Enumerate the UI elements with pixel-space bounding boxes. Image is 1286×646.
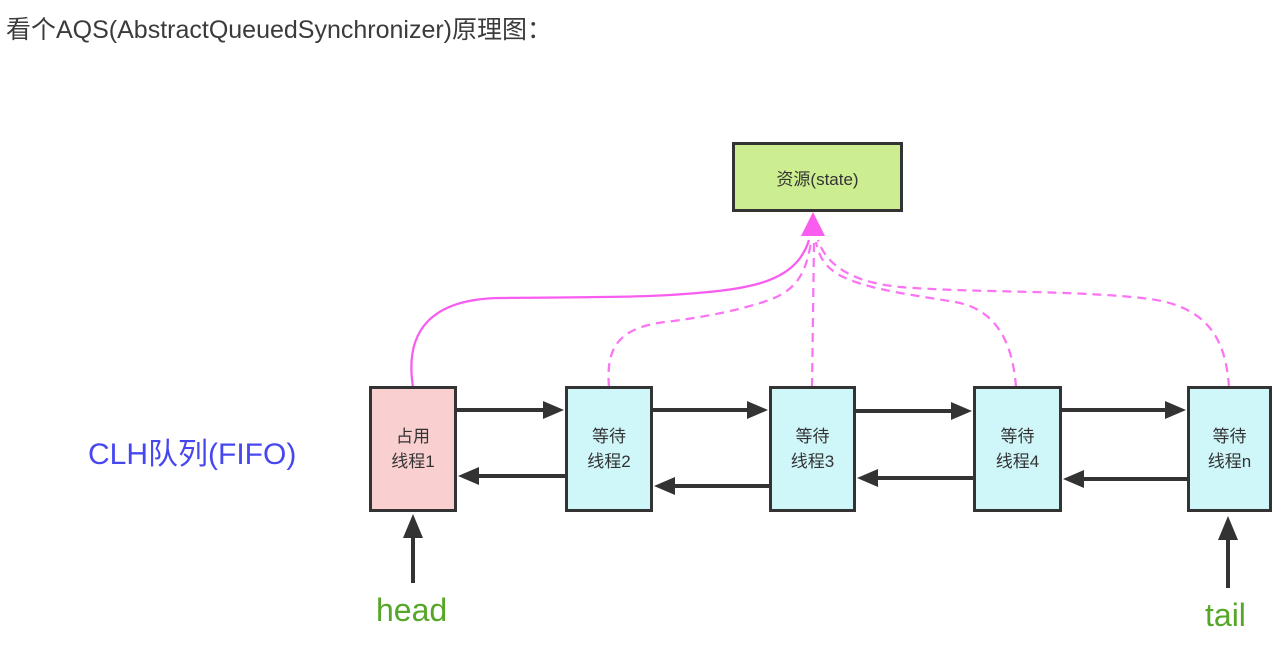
prev-arrow-2-head — [654, 477, 675, 495]
resource-link-node5 — [816, 239, 1231, 388]
resource-state-label: 资源(state) — [776, 169, 859, 189]
head-pointer-label: head — [376, 592, 448, 628]
next-arrow-3-head — [951, 402, 972, 420]
node-thread-2: 等待 线程2 — [565, 386, 653, 512]
node-thread-3: 等待 线程3 — [769, 386, 856, 512]
node-thread-4-line1: 等待 — [1000, 427, 1035, 446]
node-thread-4-line2: 线程4 — [995, 452, 1040, 471]
resource-arrowhead — [801, 212, 825, 236]
node-thread-2-line1: 等待 — [592, 427, 626, 446]
next-arrow-4-head — [1165, 401, 1186, 419]
node-thread-n: 等待 线程n — [1187, 386, 1272, 512]
node-thread-3-line2: 线程3 — [790, 452, 835, 471]
node-thread-n-line2: 线程n — [1207, 452, 1252, 471]
node-thread-4: 等待 线程4 — [973, 386, 1062, 512]
resource-state-box: 资源(state) — [732, 142, 903, 212]
resource-link-node4 — [814, 241, 1018, 388]
page-title: 看个AQS(AbstractQueuedSynchronizer)原理图： — [6, 16, 553, 44]
node-thread-2-line2: 线程2 — [587, 452, 631, 471]
node-thread-n-line1: 等待 — [1212, 427, 1247, 446]
resource-link-node2 — [607, 241, 813, 388]
next-arrow-2-head — [747, 401, 768, 419]
prev-arrow-4-head — [1063, 470, 1084, 488]
resource-link-node1 — [410, 239, 811, 388]
prev-arrow-1-head — [458, 467, 479, 485]
clh-queue-label: CLH队列(FIFO) — [88, 438, 297, 471]
resource-link-node3 — [810, 241, 816, 388]
next-arrow-1-head — [543, 401, 564, 419]
tail-arrow-head — [1218, 516, 1238, 540]
node-thread-3-line1: 等待 — [795, 427, 830, 446]
head-arrow-head — [403, 514, 423, 538]
node-thread-1: 占用 线程1 — [369, 386, 457, 512]
queue-arrows-group — [403, 401, 1238, 588]
tail-pointer-label: tail — [1205, 597, 1246, 633]
resource-links-group — [410, 239, 1231, 388]
node-thread-1-line2: 线程1 — [391, 452, 435, 471]
prev-arrow-3-head — [857, 469, 878, 487]
node-thread-1-line1: 占用 — [396, 427, 430, 446]
